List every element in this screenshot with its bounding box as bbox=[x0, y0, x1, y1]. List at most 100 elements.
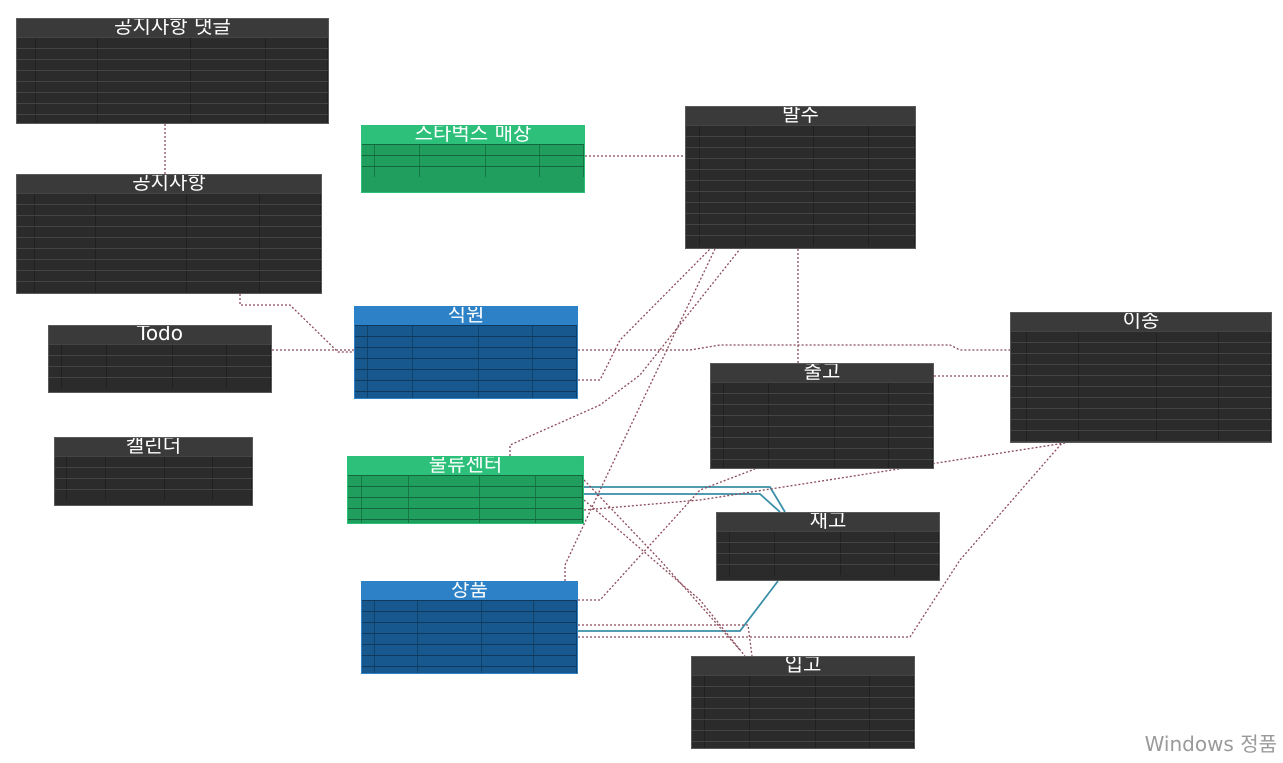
entity-receiving[interactable]: 입고 bbox=[691, 656, 915, 749]
relationship-logistics-to-inventory[interactable] bbox=[584, 486, 786, 513]
attribute-row[interactable] bbox=[362, 144, 584, 155]
attribute-row[interactable] bbox=[17, 237, 321, 248]
attribute-row[interactable] bbox=[686, 125, 915, 136]
attribute-row[interactable] bbox=[1011, 364, 1271, 375]
attribute-row[interactable] bbox=[686, 147, 915, 158]
entity-notice[interactable]: 공지사항 bbox=[16, 174, 322, 294]
attribute-row[interactable] bbox=[717, 564, 939, 575]
entity-todo[interactable]: Todo bbox=[48, 325, 272, 393]
attribute-row[interactable] bbox=[355, 369, 577, 380]
attribute-row[interactable] bbox=[686, 213, 915, 224]
entity-product[interactable]: 상품 bbox=[361, 581, 578, 674]
attribute-row[interactable] bbox=[362, 166, 584, 177]
attribute-row[interactable] bbox=[1011, 430, 1271, 441]
entity-inventory[interactable]: 재고 bbox=[716, 512, 940, 581]
relationship-employee-to-transfer[interactable] bbox=[578, 344, 1010, 351]
attribute-row[interactable] bbox=[55, 456, 252, 467]
attribute-row[interactable] bbox=[692, 686, 914, 697]
attribute-row[interactable] bbox=[17, 193, 321, 204]
relationship-product-to-inventory[interactable] bbox=[578, 580, 779, 632]
entity-order[interactable]: 발주 bbox=[685, 106, 916, 249]
attribute-row[interactable] bbox=[1011, 342, 1271, 353]
attribute-row[interactable] bbox=[692, 708, 914, 719]
relationship-logistics-to-inventory-2[interactable] bbox=[584, 493, 781, 513]
attribute-row[interactable] bbox=[17, 259, 321, 270]
attribute-row[interactable] bbox=[17, 248, 321, 259]
attribute-row[interactable] bbox=[1011, 386, 1271, 397]
attribute-row[interactable] bbox=[362, 155, 584, 166]
attribute-row[interactable] bbox=[348, 519, 583, 523]
attribute-row[interactable] bbox=[17, 92, 328, 103]
attribute-row[interactable] bbox=[717, 531, 939, 542]
attribute-row[interactable] bbox=[711, 382, 933, 393]
attribute-row[interactable] bbox=[717, 553, 939, 564]
attribute-row[interactable] bbox=[711, 404, 933, 415]
attribute-row[interactable] bbox=[362, 622, 577, 633]
relationship-logistics-to-transfer[interactable] bbox=[583, 442, 1066, 511]
attribute-row[interactable] bbox=[1011, 441, 1271, 442]
attribute-row[interactable] bbox=[711, 437, 933, 448]
attribute-row[interactable] bbox=[49, 344, 271, 355]
attribute-row[interactable] bbox=[692, 675, 914, 686]
attribute-row[interactable] bbox=[686, 158, 915, 169]
entity-calendar[interactable]: 캘린더 bbox=[54, 437, 253, 506]
entity-employee[interactable]: 직원 bbox=[354, 306, 578, 399]
relationship-product-to-order[interactable] bbox=[564, 248, 716, 581]
attribute-row[interactable] bbox=[355, 336, 577, 347]
entity-shipment[interactable]: 출고 bbox=[710, 363, 934, 469]
relationship-product-to-transfer[interactable] bbox=[578, 442, 1063, 638]
attribute-row[interactable] bbox=[1011, 375, 1271, 386]
attribute-row[interactable] bbox=[1011, 397, 1271, 408]
attribute-row[interactable] bbox=[55, 467, 252, 478]
attribute-row[interactable] bbox=[355, 358, 577, 369]
attribute-row[interactable] bbox=[692, 730, 914, 741]
attribute-row[interactable] bbox=[692, 741, 914, 748]
attribute-row[interactable] bbox=[692, 719, 914, 730]
attribute-row[interactable] bbox=[362, 611, 577, 622]
relationship-product-to-receiving[interactable] bbox=[578, 624, 753, 657]
attribute-row[interactable] bbox=[717, 542, 939, 553]
attribute-row[interactable] bbox=[49, 355, 271, 366]
attribute-row[interactable] bbox=[55, 489, 252, 500]
relationship-notice-to-employee[interactable] bbox=[239, 294, 354, 353]
attribute-row[interactable] bbox=[348, 497, 583, 508]
attribute-row[interactable] bbox=[686, 136, 915, 147]
attribute-row[interactable] bbox=[711, 415, 933, 426]
attribute-row[interactable] bbox=[686, 180, 915, 191]
attribute-row[interactable] bbox=[348, 475, 583, 486]
attribute-row[interactable] bbox=[355, 347, 577, 358]
attribute-row[interactable] bbox=[17, 48, 328, 59]
attribute-row[interactable] bbox=[711, 393, 933, 404]
relationship-product-to-shipment[interactable] bbox=[578, 468, 756, 601]
attribute-row[interactable] bbox=[355, 325, 577, 336]
attribute-row[interactable] bbox=[17, 59, 328, 70]
attribute-row[interactable] bbox=[362, 666, 577, 673]
attribute-row[interactable] bbox=[55, 478, 252, 489]
attribute-row[interactable] bbox=[686, 169, 915, 180]
entity-transfer[interactable]: 이송 bbox=[1010, 312, 1272, 443]
attribute-row[interactable] bbox=[692, 697, 914, 708]
attribute-row[interactable] bbox=[17, 270, 321, 281]
attribute-row[interactable] bbox=[355, 391, 577, 398]
attribute-row[interactable] bbox=[1011, 353, 1271, 364]
attribute-row[interactable] bbox=[686, 224, 915, 235]
entity-logistics-center[interactable]: 물류센터 bbox=[347, 456, 584, 524]
attribute-row[interactable] bbox=[49, 366, 271, 377]
entity-notice-comment[interactable]: 공지사항 댓글 bbox=[16, 18, 329, 124]
attribute-row[interactable] bbox=[17, 204, 321, 215]
attribute-row[interactable] bbox=[686, 202, 915, 213]
attribute-row[interactable] bbox=[17, 37, 328, 48]
attribute-row[interactable] bbox=[49, 377, 271, 388]
attribute-row[interactable] bbox=[1011, 331, 1271, 342]
entity-starbucks-store[interactable]: 스타벅스 매장 bbox=[361, 125, 585, 193]
attribute-row[interactable] bbox=[711, 426, 933, 437]
attribute-row[interactable] bbox=[362, 655, 577, 666]
attribute-row[interactable] bbox=[17, 226, 321, 237]
attribute-row[interactable] bbox=[17, 70, 328, 81]
attribute-row[interactable] bbox=[1011, 419, 1271, 430]
attribute-row[interactable] bbox=[17, 215, 321, 226]
attribute-row[interactable] bbox=[17, 281, 321, 292]
attribute-row[interactable] bbox=[362, 600, 577, 611]
attribute-row[interactable] bbox=[711, 448, 933, 459]
